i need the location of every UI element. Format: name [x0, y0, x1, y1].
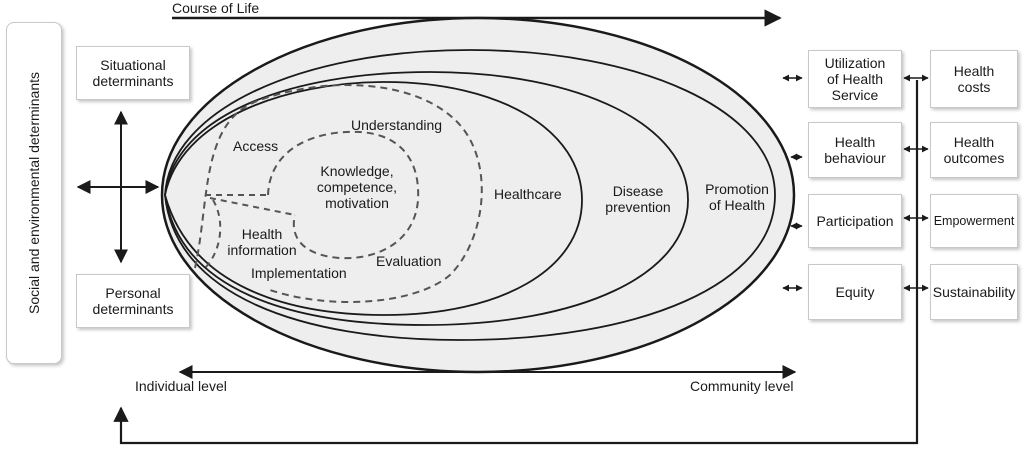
personal-determinants-box: Personal determinants [76, 274, 190, 328]
participation-label: Participation [816, 213, 894, 229]
health-information-label: Health information [227, 226, 297, 258]
equity-label: Equity [835, 284, 875, 300]
literacy-dashed-divider [204, 194, 296, 269]
health-behaviour-label: Health behaviour [824, 134, 886, 166]
health-outcomes-box: Health outcomes [930, 122, 1018, 178]
course-of-life-label: Course of Life [172, 0, 260, 16]
health-behaviour-box: Health behaviour [808, 122, 902, 178]
situational-determinants-label: Situational determinants [92, 57, 174, 89]
prevention-boundary [164, 71, 689, 326]
social-environmental-label: Social and environmental determinants [26, 71, 42, 315]
access-label: Access [233, 138, 279, 154]
understanding-label: Understanding [351, 117, 443, 133]
community-level-label: Community level [690, 378, 794, 394]
social-environmental-box: Social and environmental determinants [6, 22, 62, 364]
health-costs-label: Health costs [953, 63, 995, 95]
personal-determinants-label: Personal determinants [92, 285, 174, 317]
promotion-of-health-label: Promotion of Health [705, 181, 769, 213]
individual-level-label: Individual level [135, 378, 227, 394]
participation-box: Participation [808, 194, 902, 248]
outer-ellipse [160, 16, 796, 374]
implementation-label: Implementation [251, 265, 347, 281]
disease-prevention-label: Disease prevention [605, 183, 671, 215]
healthcare-boundary [164, 81, 583, 316]
promotion-boundary [164, 49, 776, 341]
sustainability-box: Sustainability [930, 264, 1018, 320]
equity-box: Equity [808, 264, 902, 320]
utilization-box: Utilization of Health Service [808, 50, 902, 108]
sustainability-label: Sustainability [932, 284, 1016, 300]
health-costs-box: Health costs [930, 50, 1018, 108]
situational-determinants-box: Situational determinants [76, 46, 190, 100]
knowledge-label: Knowledge, competence, motivation [316, 163, 398, 211]
healthcare-label: Healthcare [494, 186, 562, 202]
utilization-label: Utilization of Health Service [824, 55, 886, 103]
empowerment-label: Empowerment [933, 214, 1015, 228]
feedback-loop-arrow [113, 80, 919, 445]
literacy-dashed-outer [194, 84, 483, 303]
empowerment-box: Empowerment [930, 194, 1018, 248]
evaluation-label: Evaluation [376, 253, 442, 269]
health-outcomes-label: Health outcomes [943, 134, 1005, 166]
